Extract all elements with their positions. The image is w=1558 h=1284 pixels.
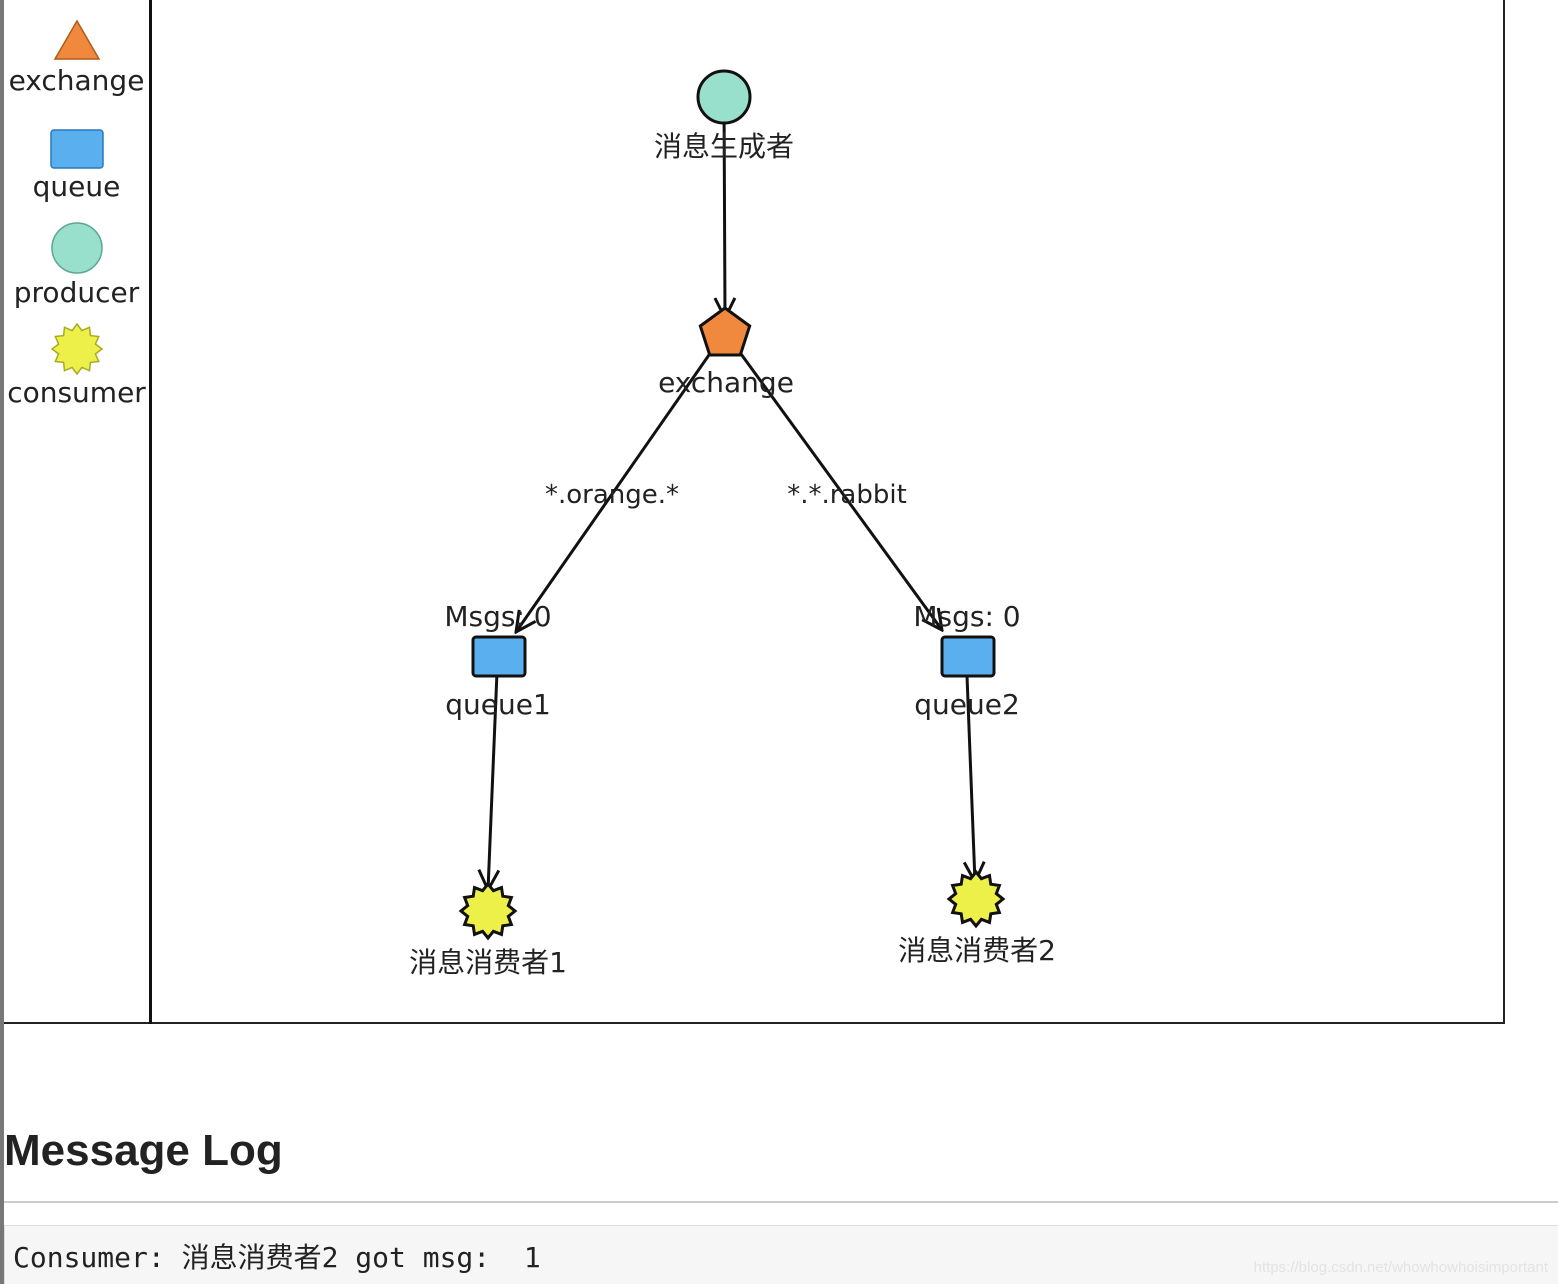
exchange-node[interactable]: [698, 306, 752, 357]
queue2-node-label: queue2: [914, 688, 1020, 721]
legend-item-queue[interactable]: queue: [4, 128, 149, 203]
consumer-star-icon: [50, 322, 103, 376]
legend-item-consumer[interactable]: consumer: [4, 322, 149, 409]
page-left-border: [0, 0, 4, 1284]
legend-label-exchange: exchange: [8, 64, 145, 97]
watermark-text: https://blog.csdn.net/whowhowhoisimporta…: [1253, 1259, 1548, 1276]
message-log-title: Message Log: [4, 1126, 283, 1175]
message-log-divider: [4, 1201, 1558, 1203]
legend-item-exchange[interactable]: exchange: [4, 18, 149, 97]
edge-queue2-consumer2: [966, 649, 975, 882]
queue1-node[interactable]: [471, 635, 527, 678]
consumer1-node[interactable]: [458, 881, 518, 941]
edge-exchange-queue2: [723, 331, 942, 630]
producer-circle-icon: [50, 222, 103, 274]
exchange-node-label: exchange: [658, 366, 794, 399]
binding-key-rabbit-label: *.*.rabbit: [787, 480, 907, 510]
consumer2-node[interactable]: [946, 869, 1006, 929]
consumer2-node-label: 消息消费者2: [898, 934, 1056, 967]
edge-exchange-queue1: [516, 331, 727, 632]
exchange-topology-graph: 消息生成者 exchange *.orange.* *.*.rabbit Msg…: [409, 69, 1056, 979]
legend-label-producer: producer: [13, 276, 140, 309]
queue2-node[interactable]: [940, 635, 996, 678]
message-log-panel[interactable]: Consumer: 消息消费者2 got msg: 1: [4, 1225, 1558, 1284]
edge-queue1-consumer1: [488, 647, 498, 890]
consumer1-node-label: 消息消费者1: [409, 946, 567, 979]
queue1-msg-count: Msgs: 0: [444, 600, 551, 633]
message-log-entry: Consumer: 消息消费者2 got msg: 1: [13, 1241, 541, 1274]
legend-label-consumer: consumer: [7, 376, 146, 409]
producer-node[interactable]: [696, 69, 752, 125]
edge-producer-exchange: [724, 96, 725, 318]
producer-node-label: 消息生成者: [654, 130, 794, 163]
diagram-canvas[interactable]: [4, 0, 1505, 1024]
legend-label-queue: queue: [32, 170, 121, 203]
legend-item-producer[interactable]: producer: [4, 220, 149, 309]
queue-square-icon: [49, 129, 104, 169]
binding-key-orange-label: *.orange.*: [545, 480, 679, 510]
legend-panel: exchange queue producer consumer: [4, 0, 152, 1024]
exchange-triangle-icon: [53, 19, 100, 60]
queue2-msg-count: Msgs: 0: [913, 600, 1020, 633]
queue1-node-label: queue1: [445, 688, 551, 721]
